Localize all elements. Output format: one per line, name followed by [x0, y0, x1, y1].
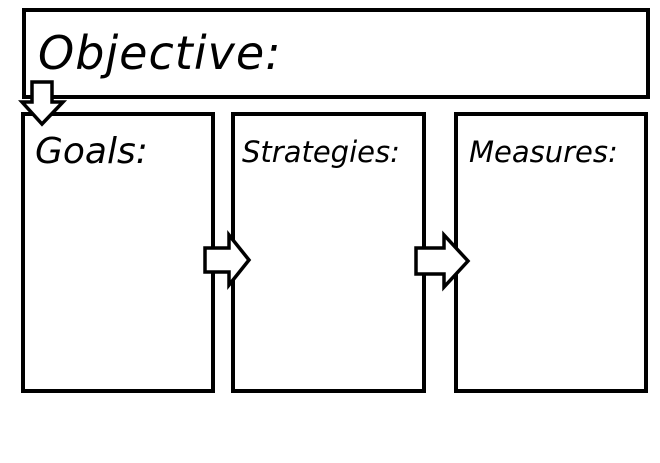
- down-arrow-icon: [18, 80, 68, 127]
- right-arrow-icon: [414, 230, 471, 292]
- goals-box: Goals:: [21, 112, 215, 393]
- strategies-label: Strategies:: [242, 135, 400, 169]
- strategies-box: Strategies:: [231, 112, 426, 393]
- objective-box: Objective:: [22, 8, 650, 99]
- measures-box: Measures:: [454, 112, 648, 393]
- right-arrow-icon: [203, 230, 252, 290]
- measures-label: Measures:: [469, 135, 618, 169]
- goals-label: Goals:: [35, 131, 148, 172]
- objective-label: Objective:: [38, 26, 282, 80]
